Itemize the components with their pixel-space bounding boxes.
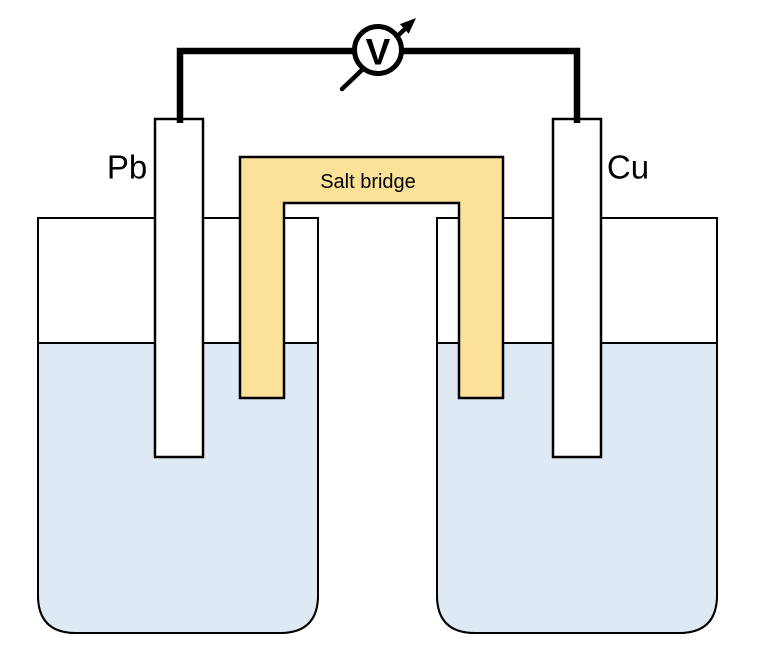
voltmeter-dial <box>352 24 404 76</box>
salt-bridge-label: Salt bridge <box>320 171 416 193</box>
pb-electrode <box>153 117 205 459</box>
cu-electrode <box>551 117 603 459</box>
right-beaker-solution <box>436 342 718 634</box>
voltmeter-label: V <box>366 32 391 73</box>
voltmeter-arrowhead-icon <box>399 18 416 34</box>
salt-bridge <box>238 155 505 400</box>
right-electrode-label: Cu <box>607 149 649 186</box>
left-beaker-solution <box>37 342 319 634</box>
left-electrode-label: Pb <box>107 149 147 186</box>
